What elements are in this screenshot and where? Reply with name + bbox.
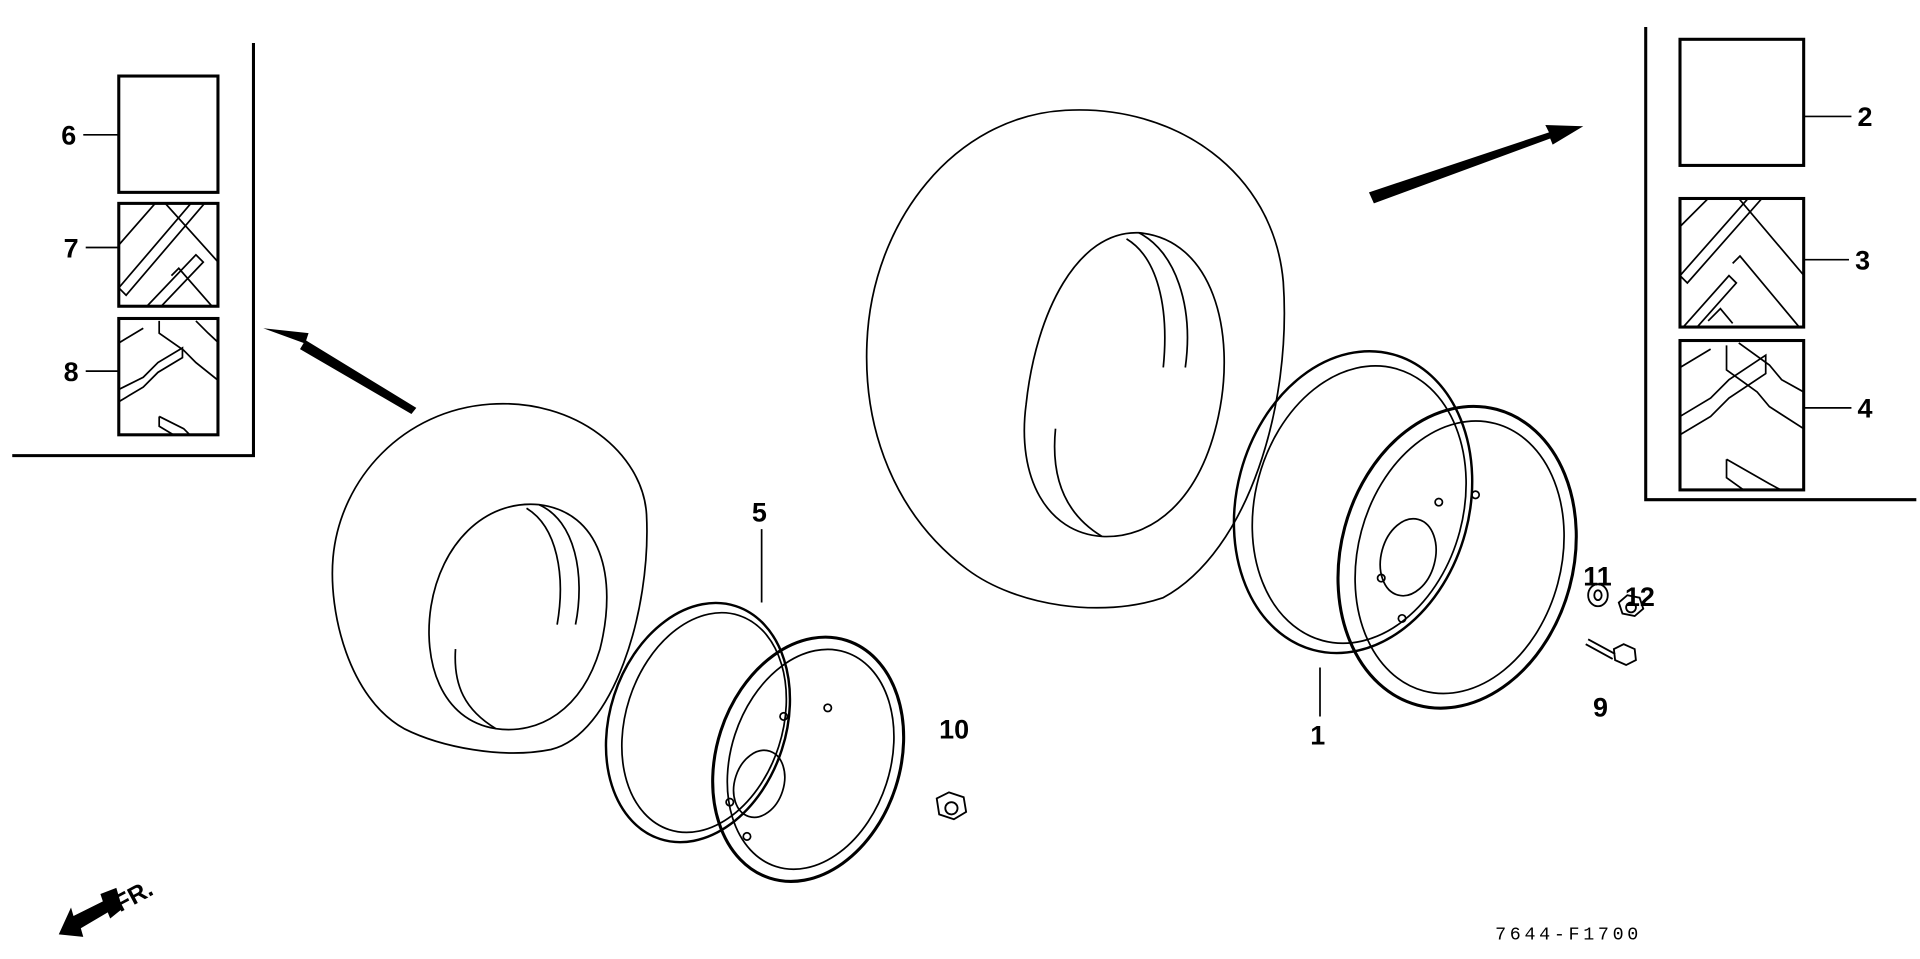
front-wheel[interactable] [576, 579, 934, 907]
callout-2[interactable]: 2 [1858, 102, 1873, 132]
wheel-nut-10[interactable] [935, 791, 968, 821]
tread-lug-option-4[interactable] [1678, 338, 1806, 503]
callout-11[interactable]: 11 [1583, 561, 1611, 591]
callout-10[interactable]: 10 [939, 714, 969, 744]
rear-tire[interactable] [865, 109, 1286, 609]
callout-leaders [83, 115, 1852, 717]
tread-turf-option-2[interactable] [1678, 37, 1806, 167]
callout-7[interactable]: 7 [64, 233, 79, 263]
callout-1[interactable]: 1 [1310, 721, 1325, 751]
callout-4[interactable]: 4 [1858, 394, 1873, 424]
callout-5[interactable]: 5 [752, 498, 767, 528]
washer-11[interactable] [1587, 583, 1609, 608]
arrow-to-left-panel-icon [263, 328, 417, 414]
bolt-9[interactable] [1585, 638, 1637, 667]
tread-chevron-option-7[interactable] [117, 187, 222, 317]
callout-6[interactable]: 6 [61, 121, 76, 151]
front-direction-indicator: FR. [58, 875, 158, 937]
callout-3[interactable]: 3 [1855, 246, 1870, 276]
callout-12[interactable]: 12 [1625, 582, 1655, 612]
callout-9[interactable]: 9 [1593, 692, 1608, 722]
tread-turf-option-6[interactable] [117, 74, 220, 194]
callout-8[interactable]: 8 [64, 357, 79, 387]
rear-wheel[interactable] [1201, 324, 1609, 735]
right-tread-panel [1644, 27, 1917, 503]
panel-border [1644, 27, 1917, 502]
nut-12[interactable] [1617, 594, 1645, 618]
left-tread-panel [12, 42, 255, 458]
panel-border [12, 42, 255, 458]
front-tire[interactable] [331, 402, 648, 754]
tread-lug-option-8[interactable] [117, 316, 227, 453]
arrow-to-right-panel-icon [1368, 125, 1584, 204]
tread-chevron-option-3[interactable] [1678, 192, 1806, 338]
front-arrow-icon [58, 887, 123, 937]
diagram-code: 7644-F1700 [1495, 924, 1642, 945]
